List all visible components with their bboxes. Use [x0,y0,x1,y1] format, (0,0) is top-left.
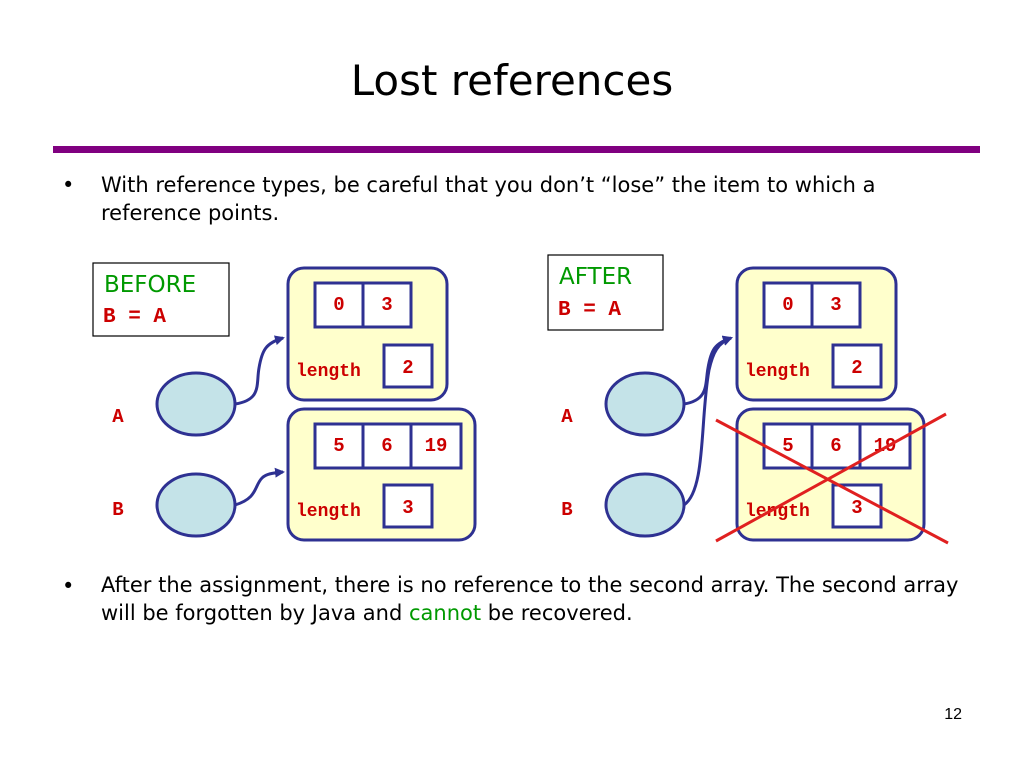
before-array1-length-cell [382,343,434,389]
after-array1-value-1: 3 [830,294,841,316]
after-array1-value-0: 0 [782,294,793,316]
before-heading: BEFORE [104,272,196,298]
bullet-text-1: With reference types, be careful that yo… [101,173,876,225]
after-arrow-b [683,336,733,507]
bullet-text-2-before: After the assignment, there is no refere… [101,573,959,625]
before-array1-length-label: length [296,362,361,382]
before-panel: BEFORE B = A 0 3 length 2 5 6 19 length … [92,262,477,542]
before-var-b-label: B [112,499,123,521]
before-array1-cell-1 [361,281,413,329]
after-array1-length-cell [831,343,883,389]
before-var-b-ellipse [155,472,237,538]
before-arrow-b [234,467,285,507]
title-divider [53,146,980,153]
after-var-b-label: B [561,499,572,521]
before-array2-length-label: length [296,502,361,522]
bullet-text-2-emphasis: cannot [409,601,482,625]
before-array2-length-value: 3 [402,497,413,519]
after-array2-length-value: 3 [851,497,862,519]
cross-line-1 [715,418,949,545]
bullet-marker-2: • [62,574,75,598]
before-array2-value-1: 6 [381,435,392,457]
after-heading: AFTER [559,264,632,290]
before-array1-length-value: 2 [402,357,413,379]
after-array1-cell-1 [810,281,862,329]
slide-title: Lost references [350,56,674,105]
lost-array-cross-icon [715,412,949,545]
after-label-box [547,254,664,331]
before-array2-cell-2 [409,422,463,470]
page-number: 12 [944,706,962,723]
before-label-box [92,262,230,337]
after-array1-length-label: length [745,362,810,382]
before-var-a-label: A [112,406,124,428]
before-array2-value-2: 19 [425,435,448,457]
before-array2-cell-0 [313,422,365,470]
after-panel: AFTER B = A 0 3 length 2 5 6 19 length 3… [547,254,949,545]
before-array2-value-0: 5 [333,435,344,457]
after-array2-value-0: 5 [782,435,793,457]
after-statement: B = A [558,299,621,322]
before-array1-value-0: 0 [333,294,344,316]
before-statement: B = A [103,306,166,329]
bullet-marker-1: • [62,173,75,197]
before-arrow-a [234,335,285,406]
after-var-a-ellipse [604,371,686,437]
bullet-text-2: After the assignment, there is no refere… [101,571,981,627]
after-var-b-ellipse [604,472,686,538]
after-array1-length-value: 2 [851,357,862,379]
before-var-a-ellipse [155,371,237,437]
after-var-a-label: A [561,406,573,428]
after-array2-cell-1 [810,422,862,470]
cross-line-2 [715,412,947,543]
before-array1-value-1: 3 [381,294,392,316]
before-array2-length-cell [382,483,434,529]
after-array1-cell-0 [762,281,814,329]
after-array2-value-1: 6 [830,435,841,457]
bullet-text-2-after: be recovered. [481,601,633,625]
before-array2-cell-1 [361,422,413,470]
